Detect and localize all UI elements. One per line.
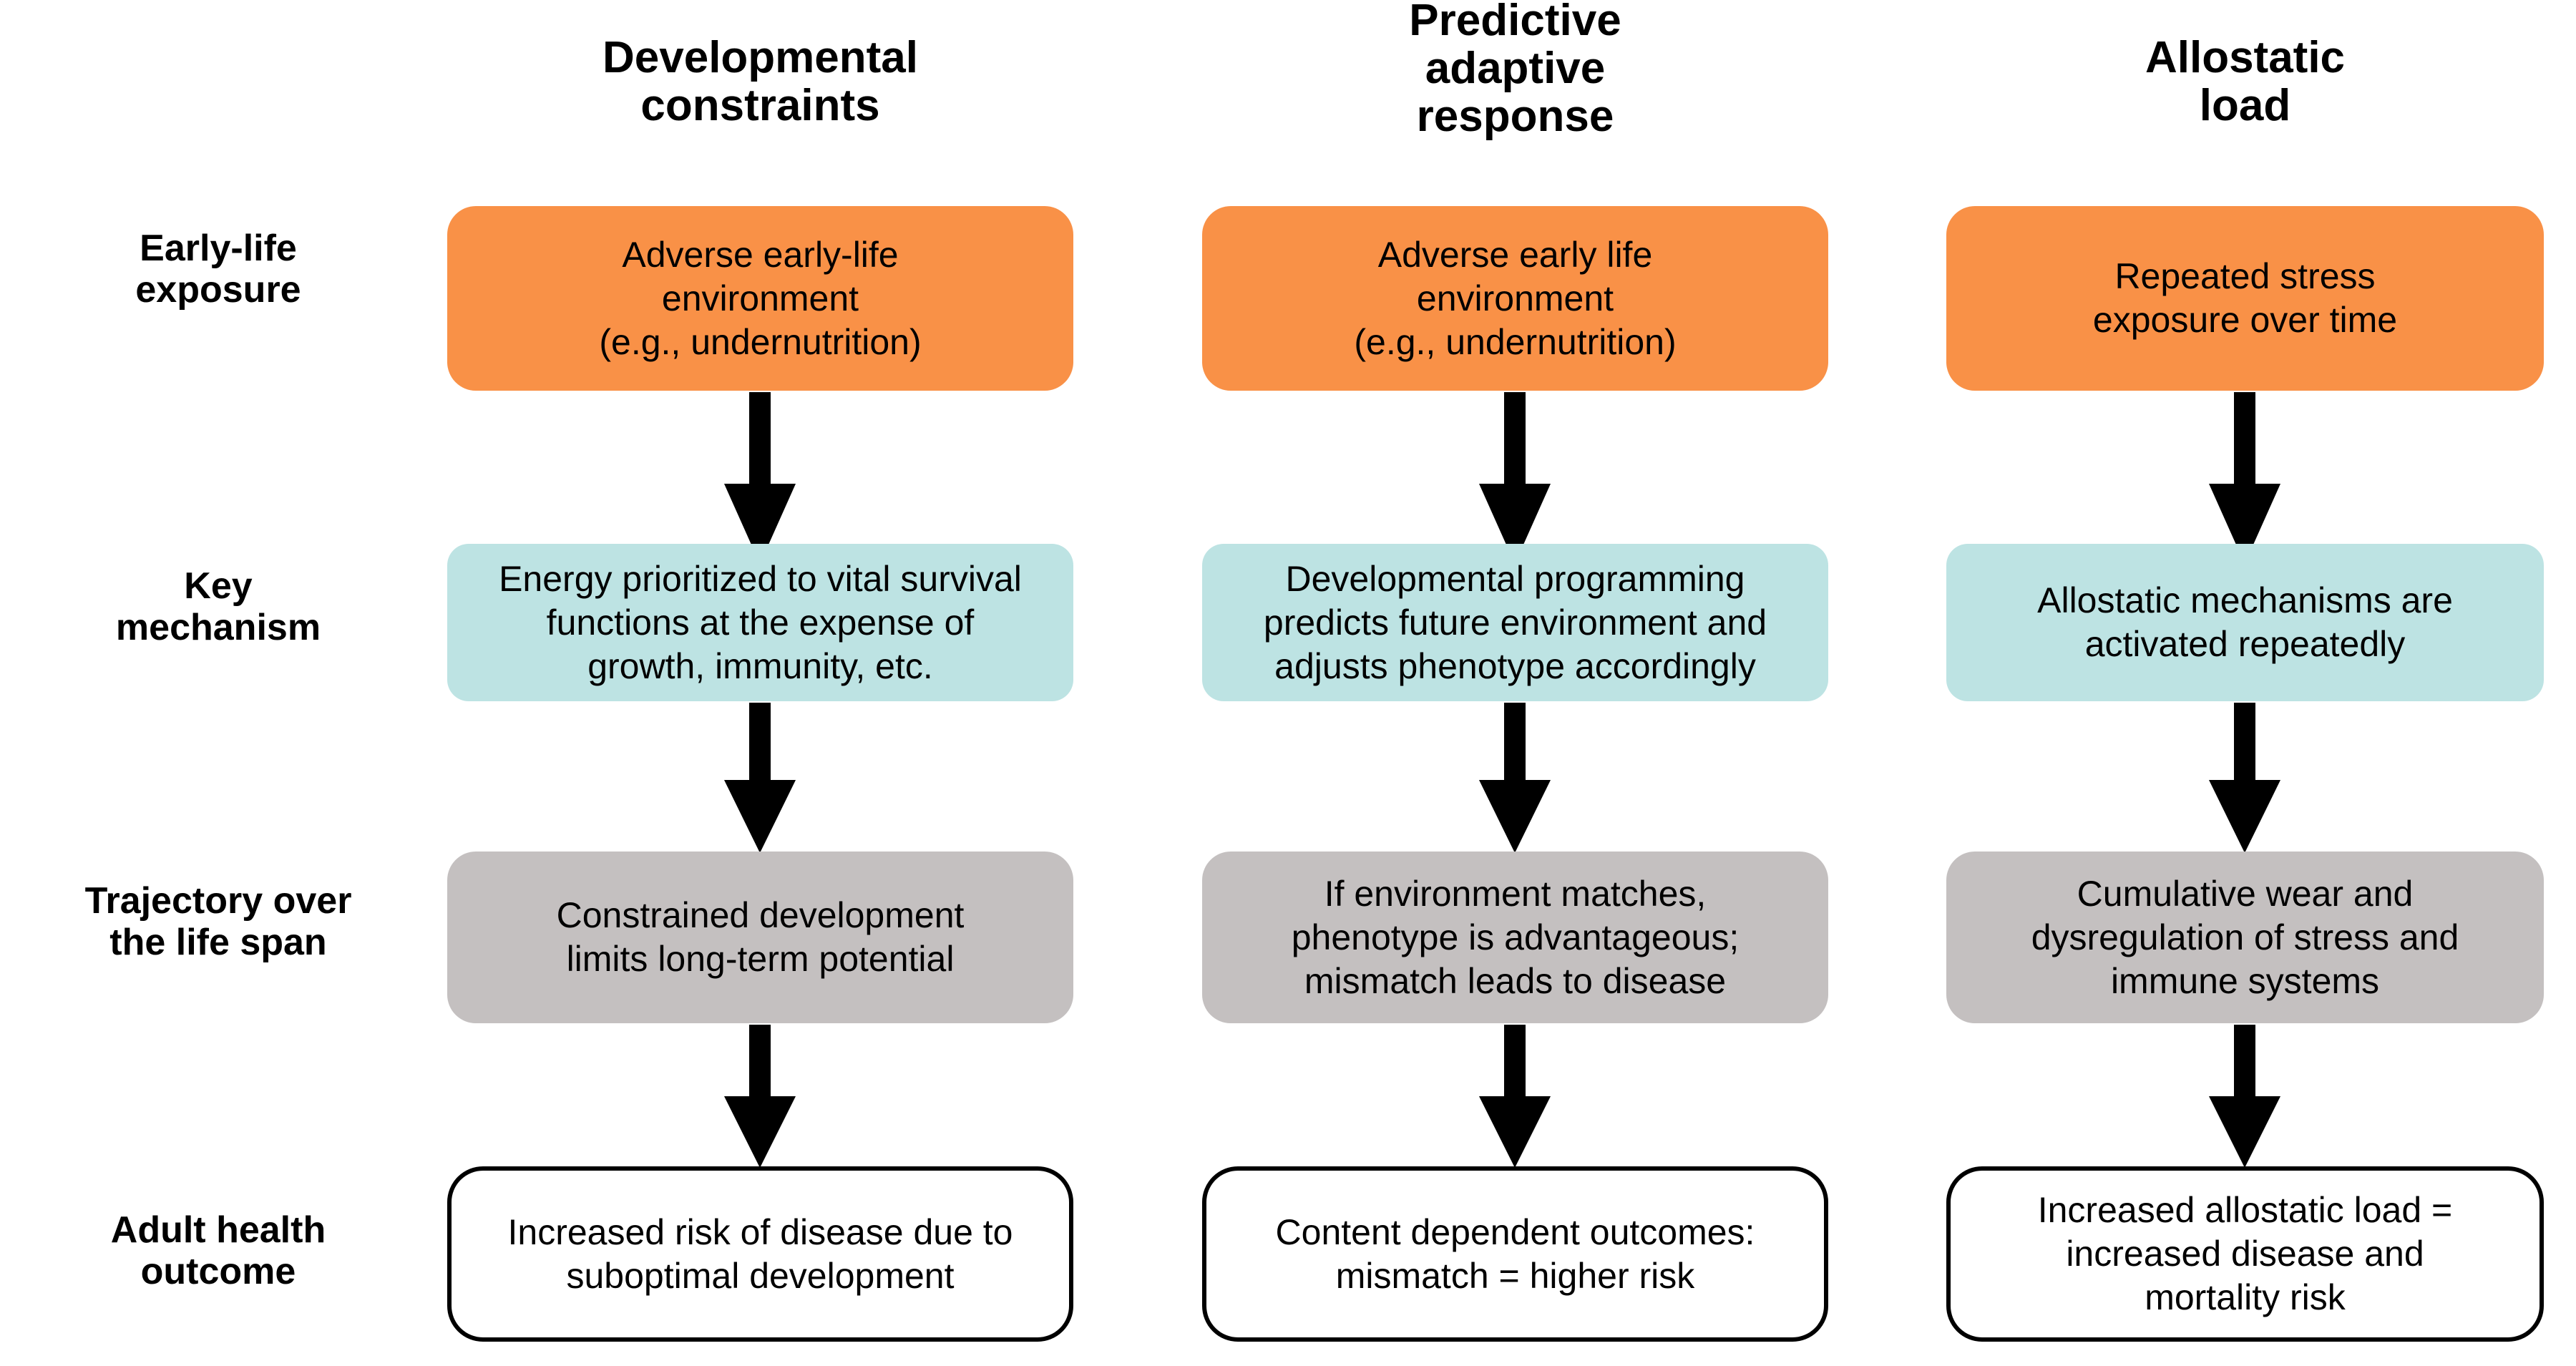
box-outcome-col1: Content dependent outcomes: mismatch = h…	[1202, 1166, 1828, 1342]
box-mechanism-col2: Allostatic mechanisms are activated repe…	[1946, 544, 2544, 701]
box-mechanism-col0: Energy prioritized to vital survival fun…	[447, 544, 1073, 701]
column-header-predictive-adaptive-response: Predictive adaptive response	[1409, 0, 1621, 141]
box-trajectory-col1: If environment matches, phenotype is adv…	[1202, 852, 1828, 1023]
box-trajectory-col0: Constrained development limits long-term…	[447, 852, 1073, 1023]
arrow-down-col2-exposure-to-mechanism	[2202, 392, 2288, 564]
arrow-down-col1-mechanism-to-trajectory	[1472, 703, 1558, 853]
row-label-key-mechanism: Key mechanism	[115, 565, 321, 649]
box-exposure-col0: Adverse early-life environment (e.g., un…	[447, 206, 1073, 391]
box-mechanism-col1: Developmental programming predicts futur…	[1202, 544, 1828, 701]
box-outcome-col0: Increased risk of disease due to subopti…	[447, 1166, 1073, 1342]
box-trajectory-col2: Cumulative wear and dysregulation of str…	[1946, 852, 2544, 1023]
arrow-down-col0-exposure-to-mechanism	[717, 392, 803, 564]
arrow-down-col2-mechanism-to-trajectory	[2202, 703, 2288, 853]
arrow-down-col0-trajectory-to-outcome	[717, 1025, 803, 1168]
column-header-allostatic-load: Allostatic load	[2145, 33, 2346, 130]
column-header-developmental-constraints: Developmental constraints	[602, 33, 919, 130]
row-label-early-life-exposure: Early-life exposure	[135, 228, 301, 311]
arrow-down-col0-mechanism-to-trajectory	[717, 703, 803, 853]
arrow-down-col1-exposure-to-mechanism	[1472, 392, 1558, 564]
row-label-adult-health-outcome: Adult health outcome	[110, 1209, 326, 1293]
arrow-down-col1-trajectory-to-outcome	[1472, 1025, 1558, 1168]
box-exposure-col1: Adverse early life environment (e.g., un…	[1202, 206, 1828, 391]
row-label-trajectory-over-the-life-span: Trajectory over the life span	[84, 880, 352, 964]
box-exposure-col2: Repeated stress exposure over time	[1946, 206, 2544, 391]
box-outcome-col2: Increased allostatic load = increased di…	[1946, 1166, 2544, 1342]
arrow-down-col2-trajectory-to-outcome	[2202, 1025, 2288, 1168]
